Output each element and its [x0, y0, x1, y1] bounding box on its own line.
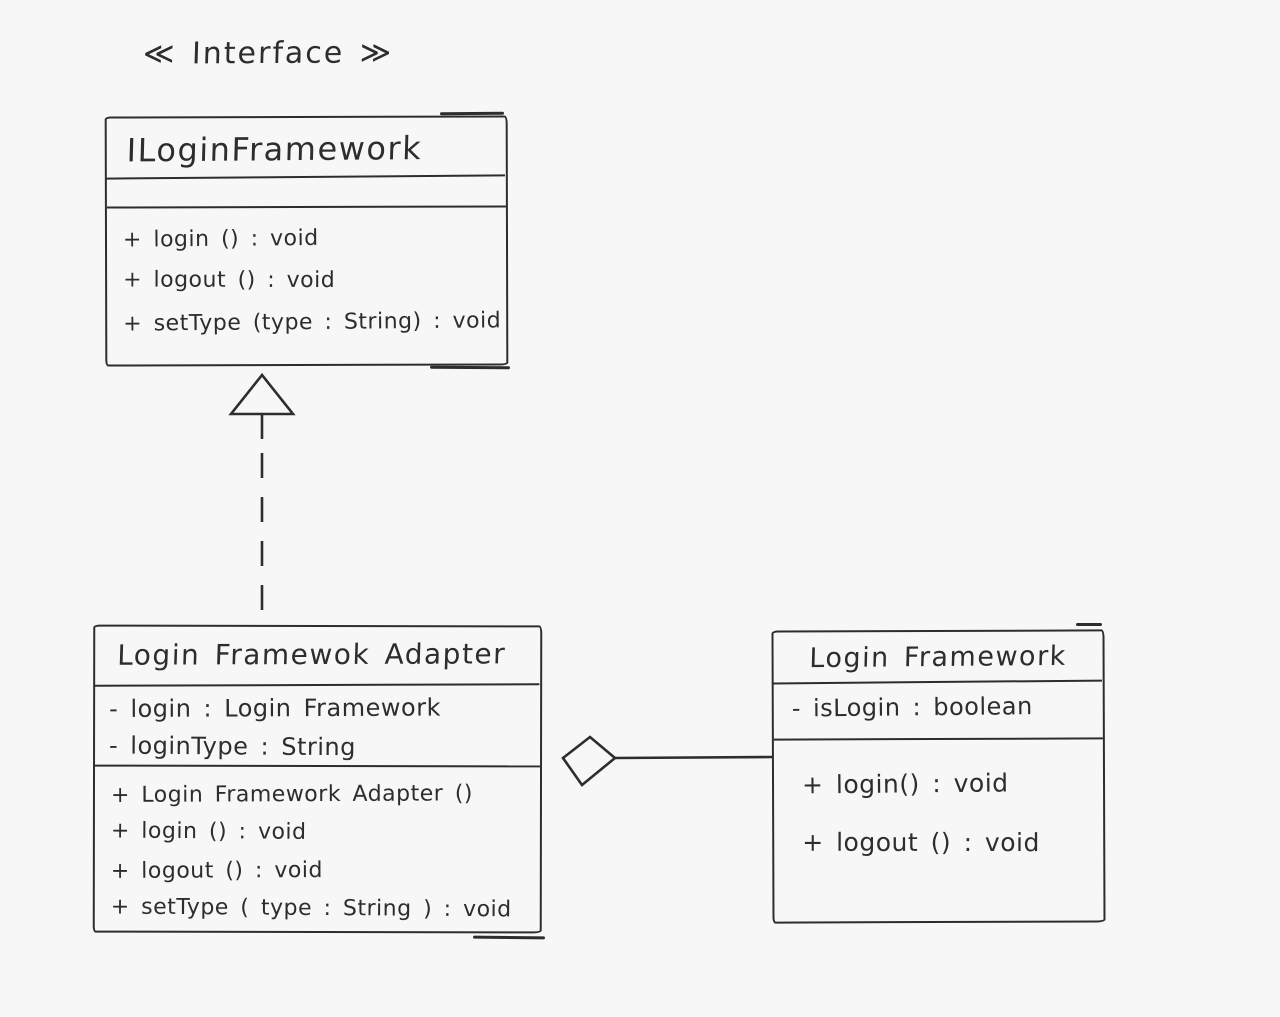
class-method: + logout () : void	[123, 267, 336, 294]
methods-compartment: + login() : void + logout () : void	[774, 739, 1103, 872]
class-attribute: - isLogin : boolean	[791, 692, 1033, 723]
framework-class-box: Login Framework - isLogin : boolean + lo…	[771, 629, 1106, 924]
pen-stroke-artifact	[429, 365, 511, 370]
realization-triangle-icon	[228, 372, 296, 416]
pen-stroke-artifact	[1076, 623, 1102, 626]
interface-class-box: ILoginFramework + login () : void + logo…	[104, 115, 509, 367]
class-method: + login () : void	[122, 225, 319, 253]
aggregation-connector	[561, 735, 773, 787]
aggregation-line	[614, 755, 773, 760]
methods-compartment: + login () : void + logout () : void + s…	[107, 207, 506, 344]
class-method: + login () : void	[110, 818, 307, 845]
empty-attributes-compartment	[106, 177, 506, 209]
pen-stroke-artifact	[439, 111, 505, 116]
class-method: + login() : void	[801, 768, 1009, 800]
stereotype-label: ≪ Interface ≫	[142, 35, 394, 72]
class-attribute: - login : Login Framework	[109, 693, 442, 723]
class-title: Login Framewok Adapter	[94, 626, 542, 687]
class-title: ILoginFramework	[105, 116, 507, 180]
class-method: + setType (type : String) : void	[123, 308, 502, 337]
class-method: + logout () : void	[802, 827, 1040, 858]
realization-arrow	[228, 372, 296, 612]
adapter-class-box: Login Framewok Adapter - login : Login F…	[92, 624, 543, 934]
attributes-compartment: - login : Login Framework - loginType : …	[95, 685, 541, 768]
methods-compartment: + Login Framework Adapter () + login () …	[95, 767, 540, 929]
aggregation-diamond-icon	[561, 735, 618, 787]
class-method: + logout () : void	[110, 858, 324, 884]
class-method: + setType ( type : String ) : void	[110, 894, 512, 923]
class-title: Login Framework	[772, 630, 1104, 685]
pen-stroke-artifact	[472, 935, 546, 940]
class-attribute: - loginType : String	[108, 731, 357, 762]
attributes-compartment: - isLogin : boolean	[773, 682, 1103, 741]
class-method: + Login Framework Adapter ()	[110, 781, 474, 808]
